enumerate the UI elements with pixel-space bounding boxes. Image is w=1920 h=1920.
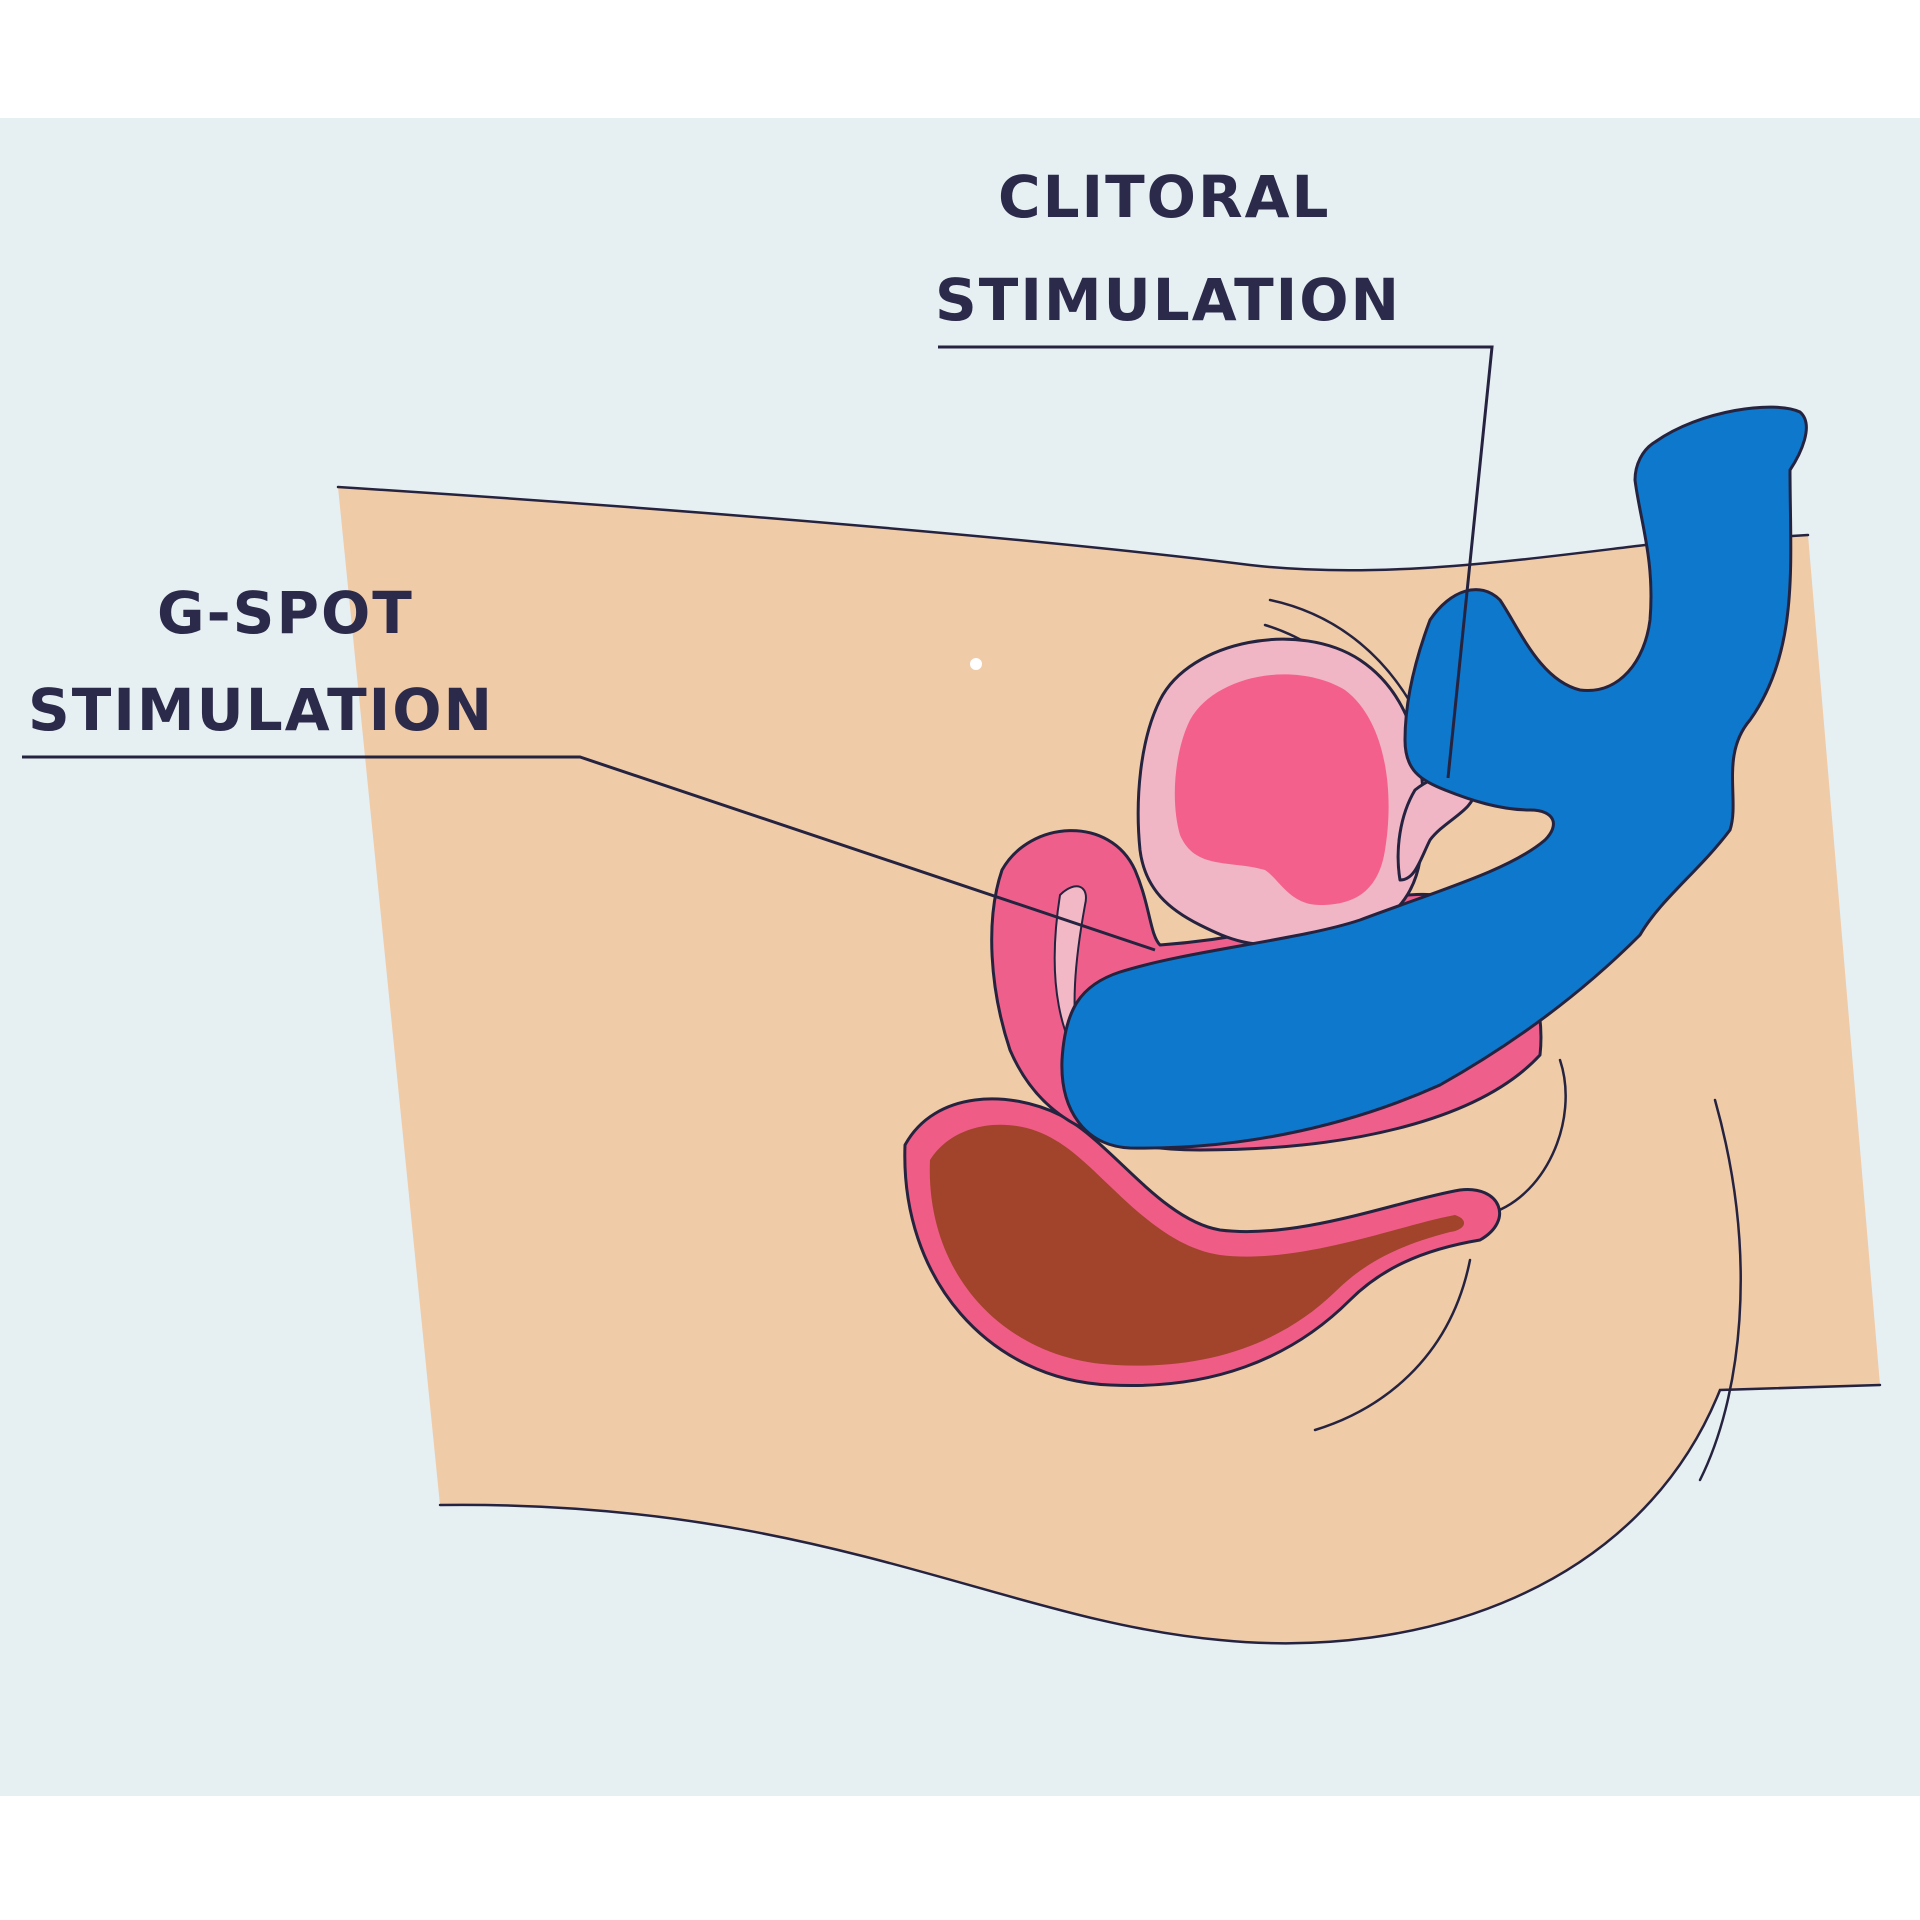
perineum-fold [1483,1058,1567,1217]
buttock-fold [1698,1098,1742,1482]
clitoral-label-line1: CLITORAL [998,163,1330,231]
device-highlight-dot [970,658,982,670]
gspot-label-line1: G-SPOT [157,579,414,647]
gspot-label-line2: STIMULATION [28,676,494,744]
dual-stimulator-device [1060,405,1808,1150]
body-bottom-contour [438,1383,1882,1645]
body-top-contour [336,485,1810,572]
rectum-inner [929,1124,1465,1366]
anal-fold [1313,1258,1472,1432]
bladder-inner [1174,674,1389,905]
clitoral-label-line2: STIMULATION [935,266,1401,334]
clitoral-leader-line [938,345,1494,779]
gspot-leader-line [22,755,1156,952]
